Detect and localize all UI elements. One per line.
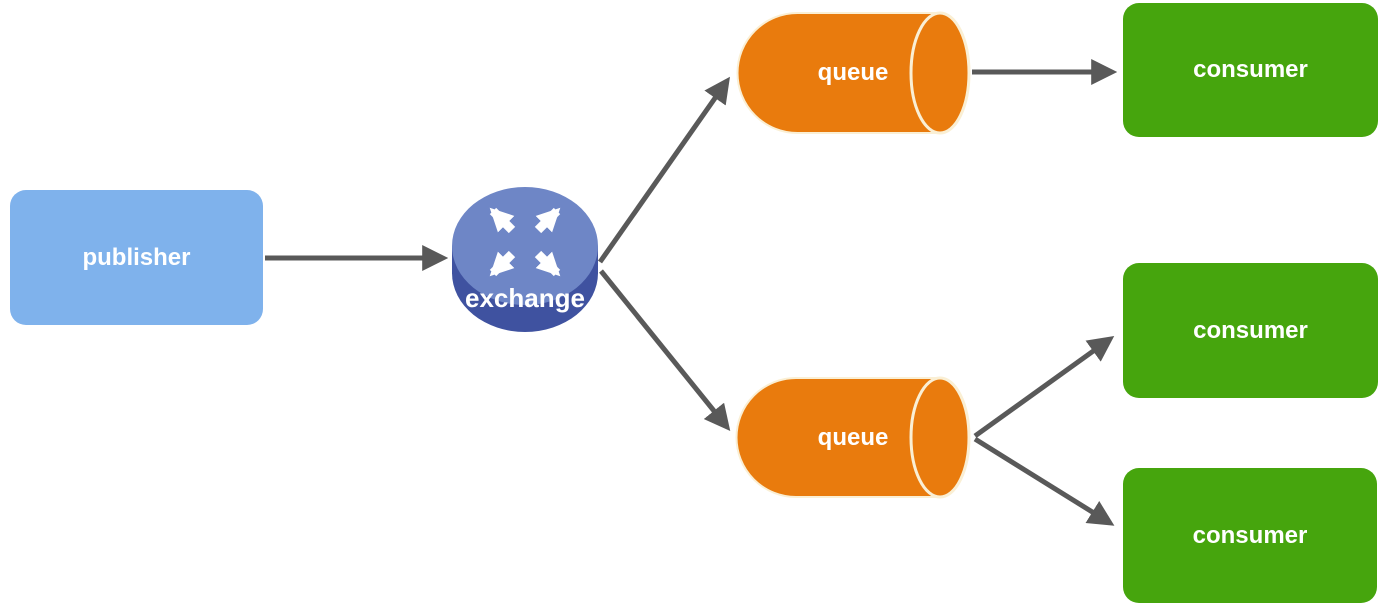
queue-top-body [736, 12, 941, 134]
consumer-bottom-label: consumer [1192, 521, 1308, 549]
queue-top-shape [736, 11, 971, 135]
consumer-top-node: consumer [1123, 3, 1378, 137]
edge-exchange-queue-top [597, 76, 730, 264]
queue-bottom-endcap [909, 376, 971, 499]
edge-exchange-queue-bottom [599, 269, 731, 432]
edges [265, 59, 1118, 526]
consumer-top-label: consumer [1193, 56, 1308, 83]
publisher-node: publisher [10, 190, 263, 325]
exchange-icon [452, 187, 598, 332]
edge-queue-bottom-consumer-middle [973, 335, 1115, 439]
consumer-middle-label: consumer [1193, 316, 1308, 344]
queue-bottom-body [735, 377, 941, 498]
publisher-label: publisher [82, 243, 191, 271]
consumer-middle-node: consumer [1123, 263, 1378, 398]
consumer-bottom-node: consumer [1123, 468, 1377, 603]
edge-queue-bottom-consumer-bottom [973, 436, 1115, 526]
exchange-top-face [452, 187, 598, 305]
crossed-arrows-icon [489, 207, 561, 277]
queue-top-endcap [909, 11, 971, 135]
queue-bottom-shape [735, 376, 971, 499]
